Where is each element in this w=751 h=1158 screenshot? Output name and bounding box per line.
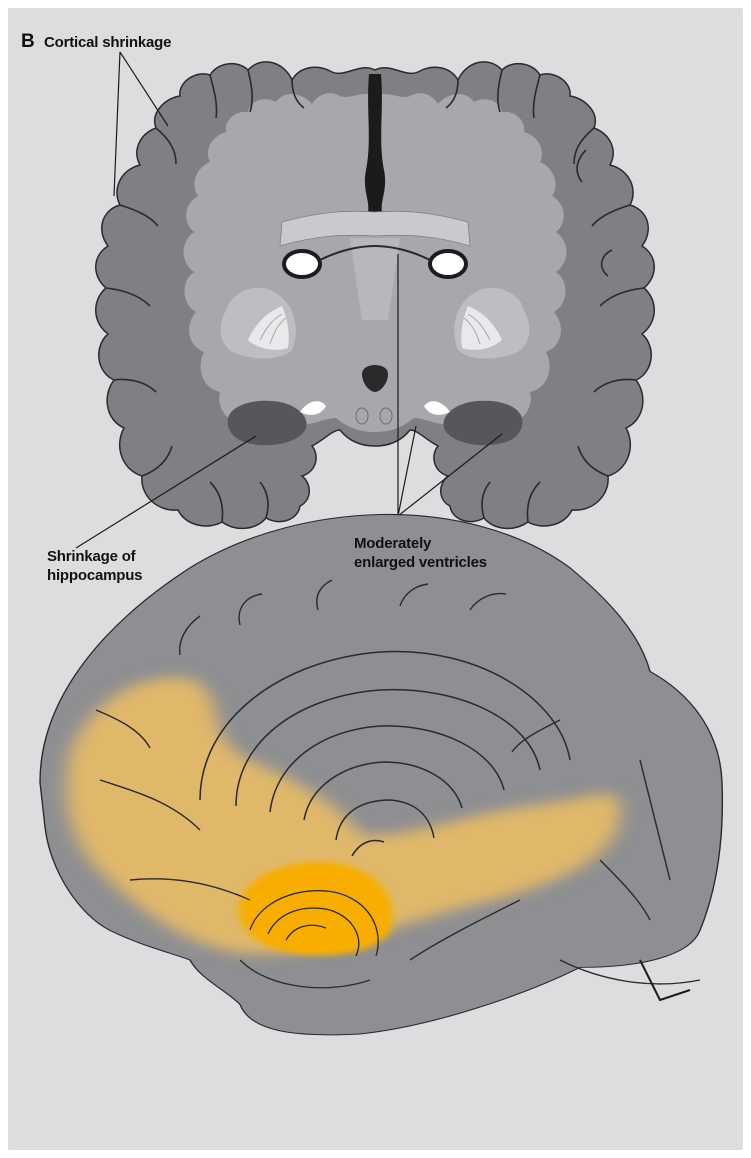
panel-letter: B [21,32,35,51]
label-hippocampus-line1: Shrinkage of [47,547,135,566]
left-lateral-ventricle [284,251,320,277]
label-ventricles-line1: Moderately [354,534,431,553]
label-ventricles-line2: enlarged ventricles [354,553,487,572]
right-lateral-ventricle [430,251,466,277]
label-hippocampus-line2: hippocampus [47,566,142,585]
label-cortical-shrinkage: Cortical shrinkage [44,33,171,52]
